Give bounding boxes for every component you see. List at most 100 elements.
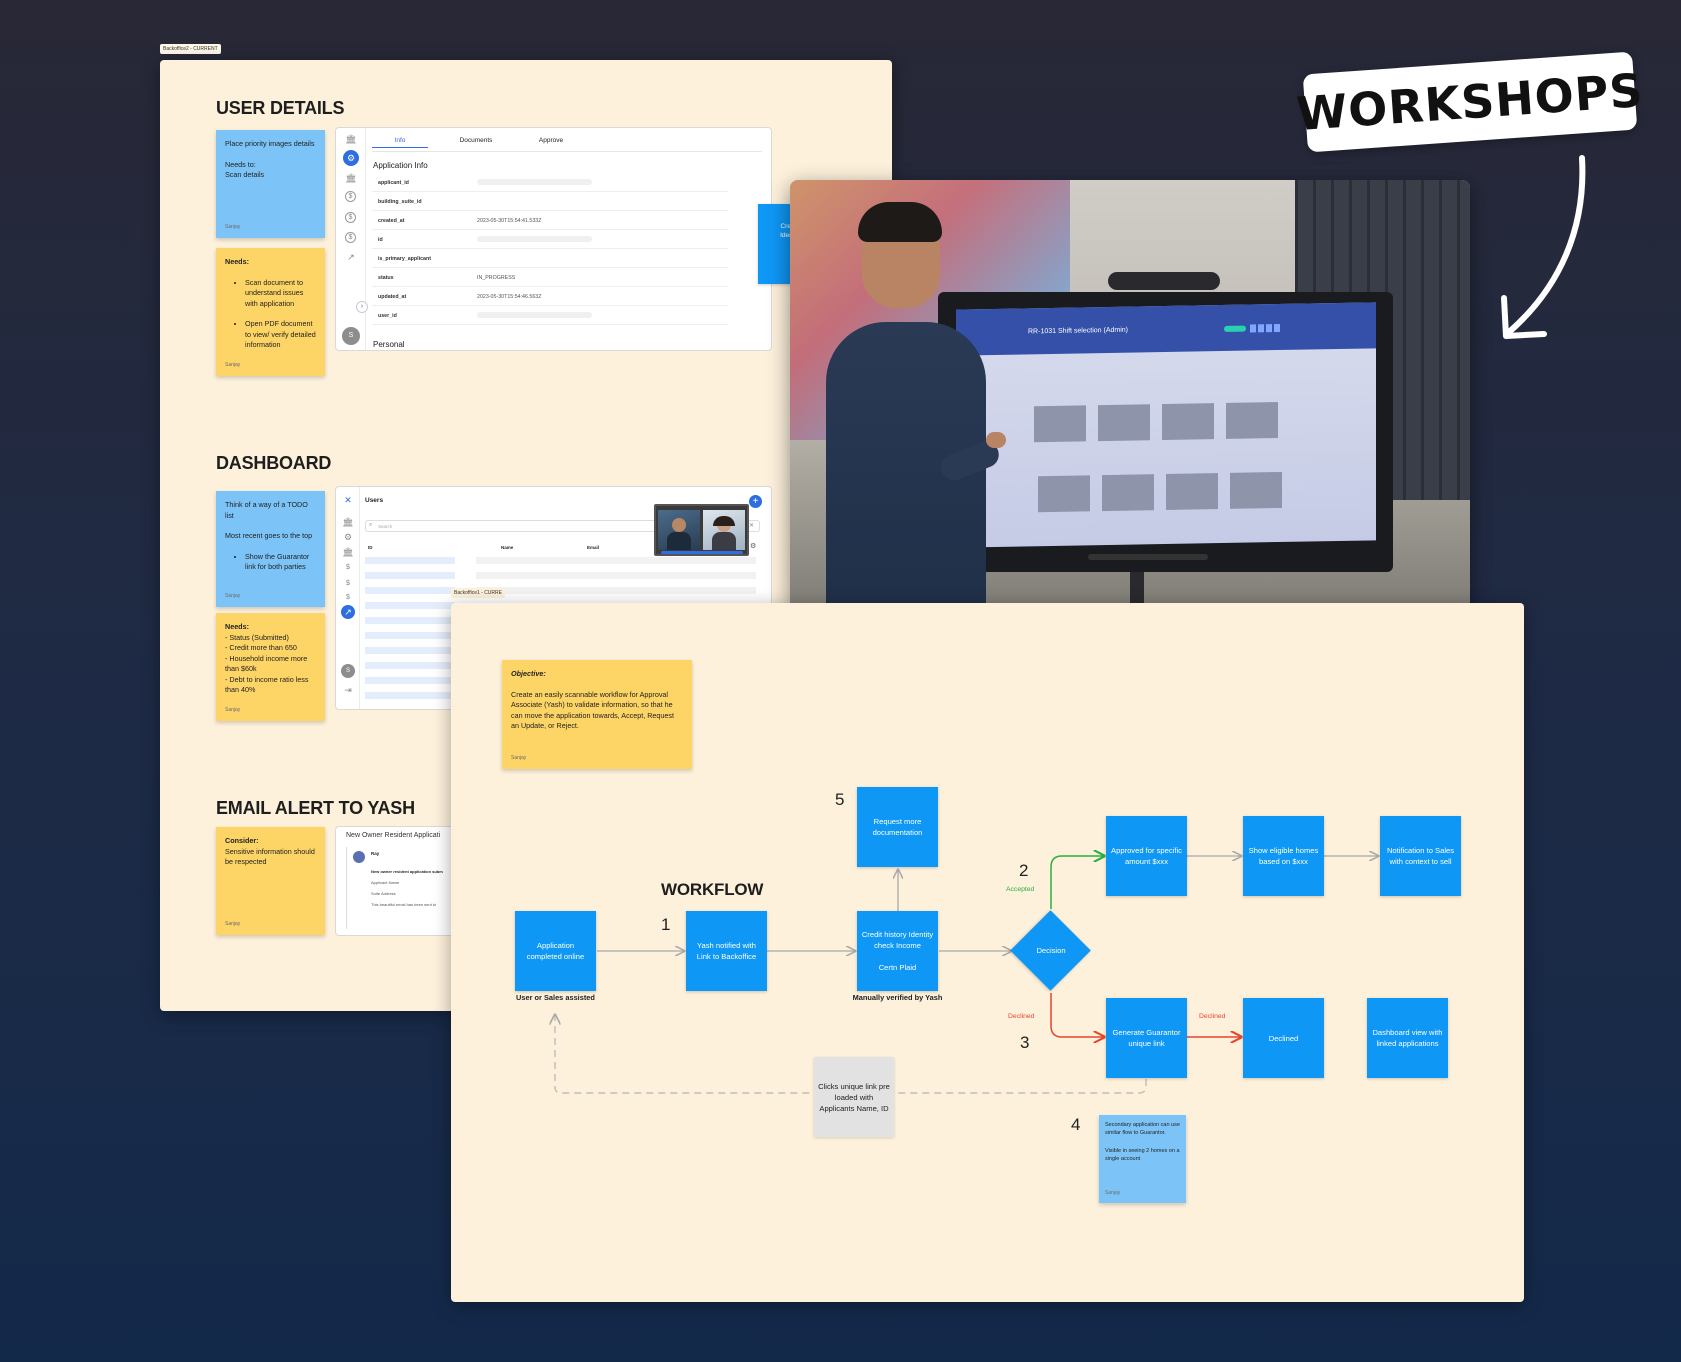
step-number-3: 3 bbox=[1020, 1033, 1030, 1052]
building-icon[interactable]: 🏛 bbox=[345, 173, 357, 183]
node-dashboard-view: Dashboard view with linked applications bbox=[1367, 998, 1448, 1078]
node-clicks-unique-link: Clicks unique link pre loaded with Appli… bbox=[814, 1057, 894, 1137]
tab-approve[interactable]: Approve bbox=[538, 137, 564, 144]
step-number-1: 1 bbox=[661, 915, 671, 934]
monitor-screen: RR-1031 Shift selection (Admin) bbox=[956, 302, 1376, 548]
search-icon: ⌕ bbox=[369, 522, 373, 528]
dollar-icon-3[interactable]: $ bbox=[346, 594, 350, 601]
participant-video-1 bbox=[658, 510, 700, 550]
tab-documents[interactable]: Documents bbox=[459, 137, 493, 144]
sticky-consider-sensitive: Consider: Sensitive information should b… bbox=[216, 827, 325, 935]
column-email[interactable]: Email bbox=[587, 545, 600, 550]
dashboard-title: DASHBOARD bbox=[216, 453, 332, 473]
clear-icon[interactable]: ✕ bbox=[748, 523, 754, 529]
dollar-icon[interactable]: $ bbox=[346, 564, 350, 571]
email-headline: New owner resident application subm bbox=[371, 869, 443, 874]
dollar-icon-3[interactable]: $ bbox=[345, 232, 356, 243]
sticky-todo-list: Think of a way of a TODO list Most recen… bbox=[216, 491, 325, 607]
participant-video-2 bbox=[703, 510, 745, 550]
chevron-right-icon[interactable]: › bbox=[356, 301, 368, 313]
step-number-5: 5 bbox=[835, 790, 845, 809]
bank-icon[interactable]: 🏛 bbox=[342, 517, 354, 527]
logout-icon[interactable]: ⇥ bbox=[344, 685, 352, 695]
caption-user-sales: User or Sales assisted bbox=[516, 993, 595, 1002]
email-message: This beautiful email has been sent to bbox=[371, 902, 437, 907]
search-placeholder: Search bbox=[378, 524, 393, 529]
node-application-completed: Application completed online bbox=[515, 911, 596, 991]
sticky-needs-scan: Needs: Scan document to understand issue… bbox=[216, 248, 325, 376]
gear-icon[interactable]: ⚙ bbox=[750, 543, 757, 550]
step-number-4: 4 bbox=[1071, 1115, 1081, 1134]
node-eligible-homes: Show eligible homes based on $xxx bbox=[1243, 816, 1324, 896]
field-suite-address: Suite Address bbox=[371, 891, 396, 896]
edge-decision-approved bbox=[1050, 856, 1104, 909]
close-icon[interactable]: ✕ bbox=[344, 495, 352, 505]
label-declined-guarantor: Declined bbox=[1199, 1013, 1226, 1020]
board-backoffice2: USER DETAILS Place priority images detai… bbox=[160, 60, 892, 1011]
photo-monitor: RR-1031 Shift selection (Admin) bbox=[938, 292, 1393, 572]
arrow-icon bbox=[1501, 155, 1586, 339]
label-accepted: Accepted bbox=[1006, 886, 1035, 893]
add-user-button[interactable]: + bbox=[749, 495, 762, 508]
table-row: is_primary_applicant bbox=[372, 249, 728, 268]
column-id[interactable]: ID bbox=[368, 545, 373, 550]
board-backoffice1: Objective: Create an easily scannable wo… bbox=[451, 603, 1524, 1302]
sender-name: Ray bbox=[371, 851, 380, 856]
sticky-objective: Objective: Create an easily scannable wo… bbox=[502, 660, 692, 769]
node-yash-notified: Yash notified with Link to Backoffice bbox=[686, 911, 767, 991]
dollar-icon-2[interactable]: $ bbox=[345, 212, 356, 223]
trend-icon[interactable]: ↗ bbox=[347, 252, 355, 262]
user-details-title: USER DETAILS bbox=[216, 98, 345, 118]
screen-title: RR-1031 Shift selection (Admin) bbox=[1028, 326, 1128, 336]
bank-icon[interactable]: 🏛 bbox=[345, 134, 357, 144]
sender-avatar bbox=[353, 851, 365, 863]
avatar[interactable]: S bbox=[342, 327, 360, 345]
step-number-2: 2 bbox=[1019, 861, 1029, 880]
photo-camera bbox=[1108, 272, 1220, 290]
presenter-hair bbox=[858, 202, 942, 242]
workshop-photo: RR-1031 Shift selection (Admin) bbox=[790, 180, 1470, 680]
users-table-grid bbox=[476, 554, 756, 599]
screen-cards-row2 bbox=[1038, 471, 1288, 513]
node-approved-amount: Approved for specific amount $xxx bbox=[1106, 816, 1187, 896]
table-row: id bbox=[372, 230, 728, 249]
application-info-panel: 🏛 ⚙ 🏛 $ $ $ ↗ S › Info Documents Approve… bbox=[335, 127, 772, 351]
dollar-icon-2[interactable]: $ bbox=[346, 580, 350, 587]
node-request-documentation: Request more documentation bbox=[857, 787, 938, 867]
workflow-connectors bbox=[451, 603, 1524, 1094]
label-declined-decision: Declined bbox=[1008, 1013, 1035, 1020]
edge-decision-guarantor bbox=[1050, 993, 1104, 1037]
node-declined: Declined bbox=[1243, 998, 1324, 1078]
workflow-title: WORKFLOW bbox=[661, 880, 764, 899]
field-applicant-name: Applicant Name bbox=[371, 880, 400, 885]
email-body: Ray New owner resident application subm … bbox=[346, 847, 454, 929]
dashboard-sidebar-rail: ✕ 🏛 ⚙ 🏛 $ $ $ ↗ S ⇥ bbox=[336, 487, 360, 709]
screen-header: RR-1031 Shift selection (Admin) bbox=[956, 302, 1376, 356]
board2-tag: Backoffice1 - CURRE bbox=[451, 588, 505, 598]
table-row: user_id bbox=[372, 306, 728, 325]
sticky-priority-images: Place priority images details Needs to: … bbox=[216, 130, 325, 238]
settings-icon[interactable]: ⚙ bbox=[343, 532, 353, 542]
sidebar-rail: 🏛 ⚙ 🏛 $ $ $ ↗ S › bbox=[336, 128, 368, 350]
video-call-thumbnail[interactable] bbox=[654, 504, 749, 556]
building-icon[interactable]: 🏛 bbox=[342, 547, 354, 557]
edge-guarantor-loop bbox=[555, 1015, 1147, 1094]
node-credit-history: Credit history Identity check Income Cer… bbox=[857, 911, 938, 991]
avatar[interactable]: S bbox=[341, 664, 355, 678]
table-row: applicant_id bbox=[372, 173, 728, 192]
sticky-needs-status: Needs: - Status (Submitted) - Credit mor… bbox=[216, 613, 325, 721]
board1-tag: Backoffice2 - CURRENT bbox=[160, 44, 221, 54]
dollar-icon[interactable]: $ bbox=[345, 191, 356, 202]
workshops-badge: WORKSHOPS bbox=[1295, 51, 1645, 153]
column-name[interactable]: Name bbox=[501, 545, 514, 550]
email-preview-panel: New Owner Resident Applicati Ray New own… bbox=[335, 826, 455, 936]
section-title: Application Info bbox=[373, 161, 428, 170]
settings-icon[interactable]: ⚙ bbox=[343, 150, 359, 166]
node-decision-label: Decision bbox=[1036, 946, 1066, 955]
search-input[interactable]: ⌕ Search ✕ bbox=[365, 520, 760, 532]
tab-info[interactable]: Info bbox=[372, 137, 428, 148]
trend-icon[interactable]: ↗ bbox=[341, 605, 355, 619]
